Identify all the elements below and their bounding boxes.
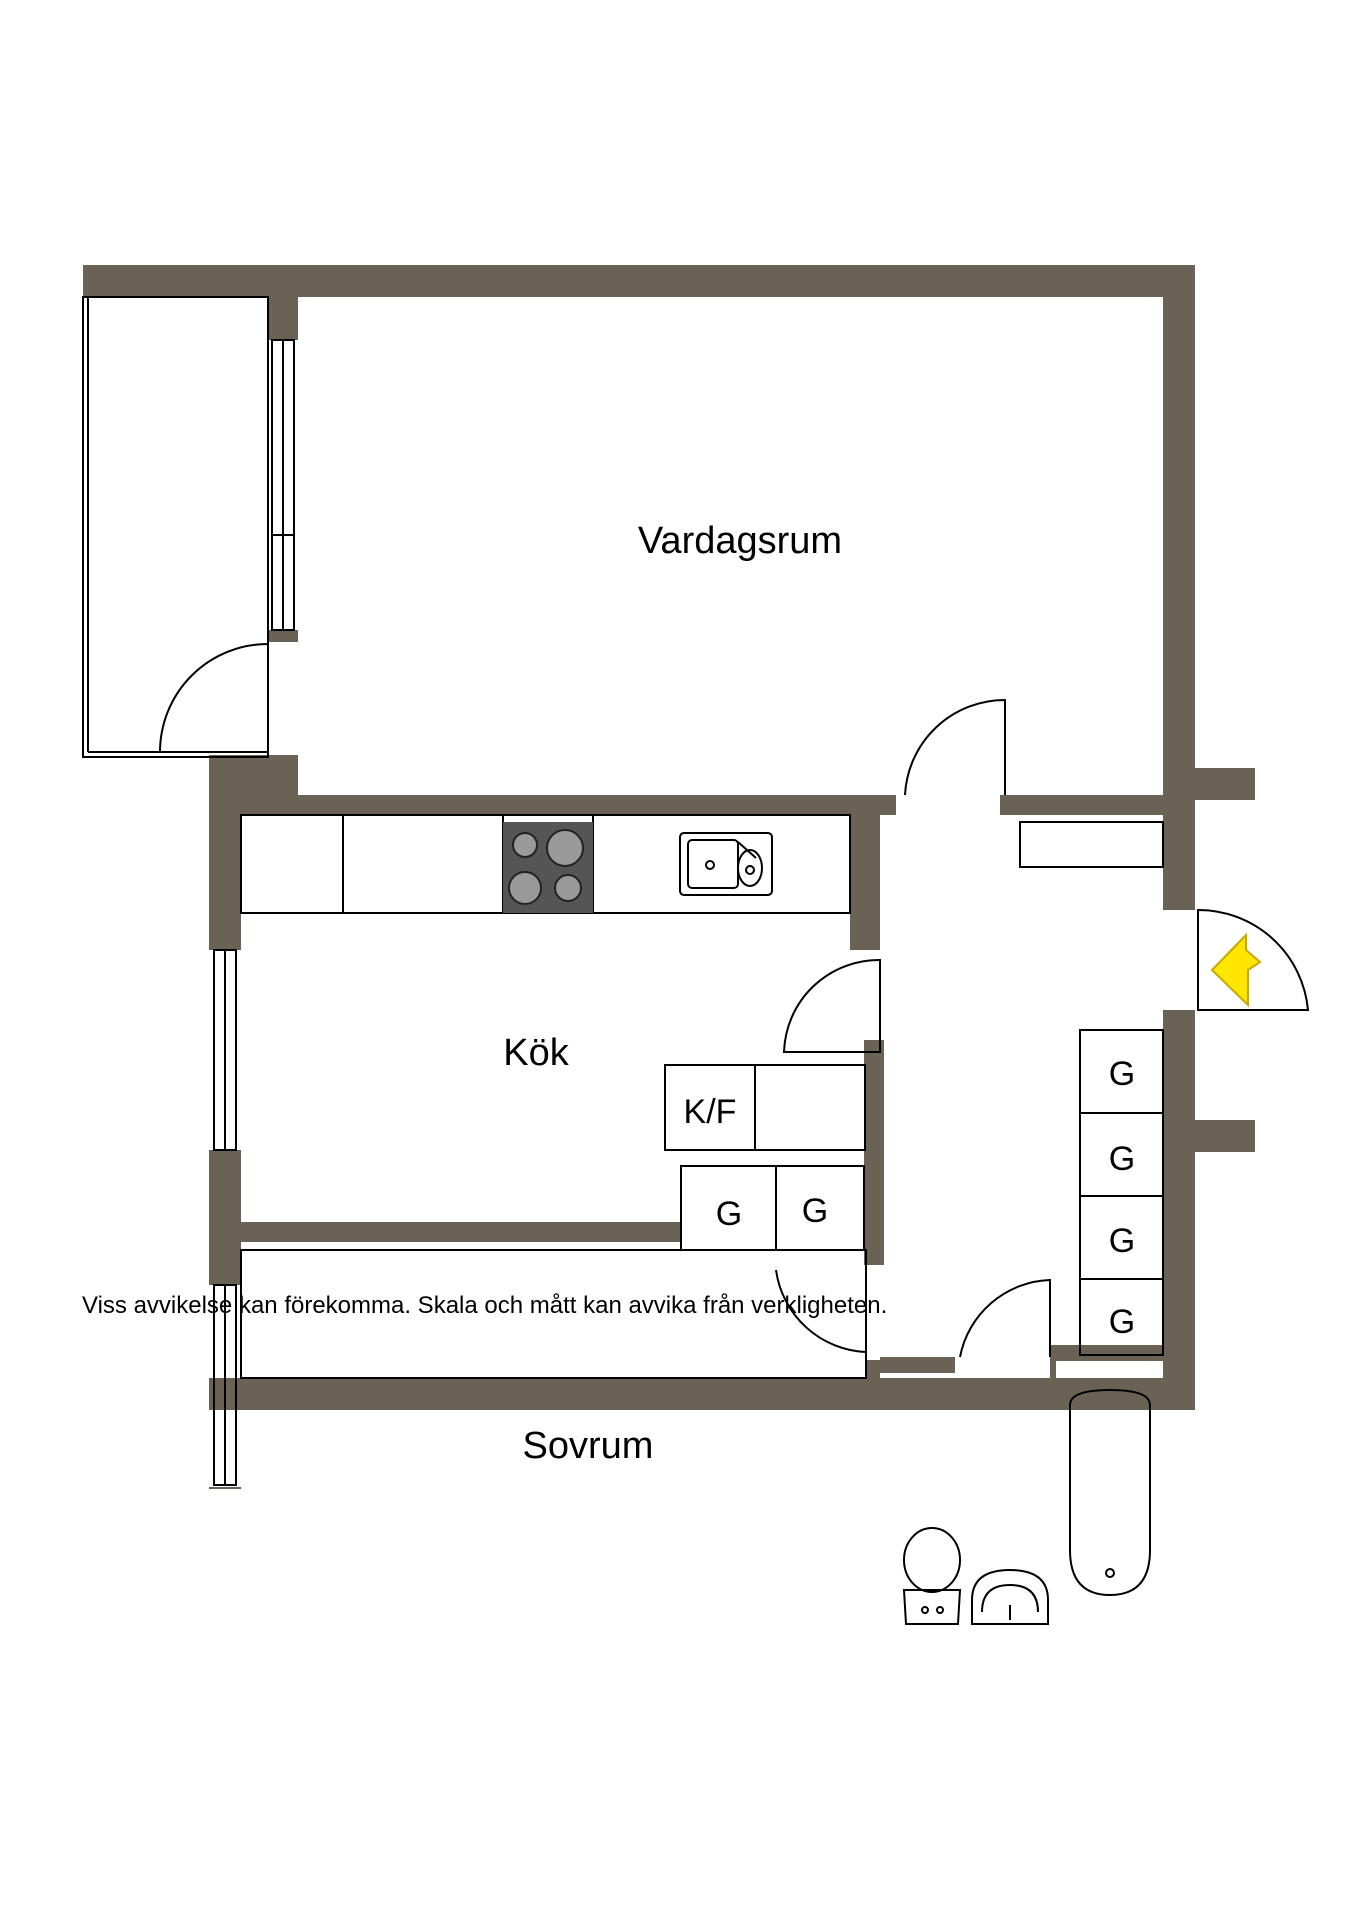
hall-wardrobes: [1079, 1029, 1164, 1356]
disclaimer-text: Viss avvikelse kan förekomma. Skala och …: [82, 1292, 888, 1319]
kf-block: [664, 1064, 866, 1151]
bath-door-swing: [959, 1278, 1051, 1358]
wall-bath-divider: [1050, 1361, 1056, 1380]
wardrobe-block-1: [680, 1165, 865, 1251]
wardrobe-label: G: [802, 1192, 828, 1230]
wall-bath-vertical: [866, 1360, 880, 1380]
wall-right-upper: [1163, 265, 1195, 910]
wall-right-lower: [1163, 1010, 1195, 1410]
sink-icon: [679, 832, 773, 896]
wardrobe-label: G: [1109, 1055, 1135, 1093]
wall-bottom: [209, 1378, 1195, 1410]
walls-extra: [209, 1360, 880, 1489]
wall-bath-top-right: [1050, 1345, 1163, 1361]
wardrobe-label: G: [1109, 1140, 1135, 1178]
stove-icon: [503, 822, 593, 913]
wardrobe-label: G: [1109, 1303, 1135, 1341]
wall-hall-top: [1000, 795, 1163, 815]
bedroom-door-swing: [775, 1269, 867, 1354]
entrance-door-swing: [1197, 908, 1310, 1011]
wall-kitchen-top: [241, 795, 896, 815]
wall-stub-right-2: [1195, 1120, 1255, 1152]
balcony-door-swing: [159, 643, 269, 753]
room-label-kitchen: Kök: [503, 1032, 569, 1074]
wall-left-living: [268, 265, 298, 340]
washbasin-icon: [971, 1568, 1049, 1625]
toilet-icon: [902, 1527, 962, 1625]
room-label-living: Vardagsrum: [638, 520, 842, 562]
entrance-arrow-icon: [1210, 932, 1262, 1008]
kitchen-door-swing: [782, 958, 881, 1053]
wall-left-lower-2: [209, 1150, 241, 1285]
wall-left-base: [209, 1487, 241, 1488]
wall-closet-right: [864, 1040, 884, 1265]
fridge-freezer-label: K/F: [684, 1093, 737, 1131]
wall-top: [83, 265, 1195, 297]
wall-left-bedroom-low: [209, 1488, 241, 1489]
bathtub-icon: [1069, 1388, 1151, 1597]
balcony-outline: [82, 296, 269, 758]
living-door-swing: [904, 698, 1006, 796]
wall-kitchen-bottom: [241, 1222, 681, 1242]
wall-bath-top-left: [880, 1357, 955, 1373]
wall-kitchen-right: [850, 815, 880, 950]
wall-left-corner: [209, 755, 298, 795]
wall-stub-right-1: [1195, 768, 1255, 800]
hall-shelf: [1019, 821, 1164, 868]
room-label-bedroom: Sovrum: [523, 1425, 654, 1467]
wardrobe-label: G: [1109, 1222, 1135, 1260]
walls: [83, 265, 1255, 1410]
wardrobe-label: G: [716, 1195, 742, 1233]
wall-left-living-low: [268, 630, 298, 642]
